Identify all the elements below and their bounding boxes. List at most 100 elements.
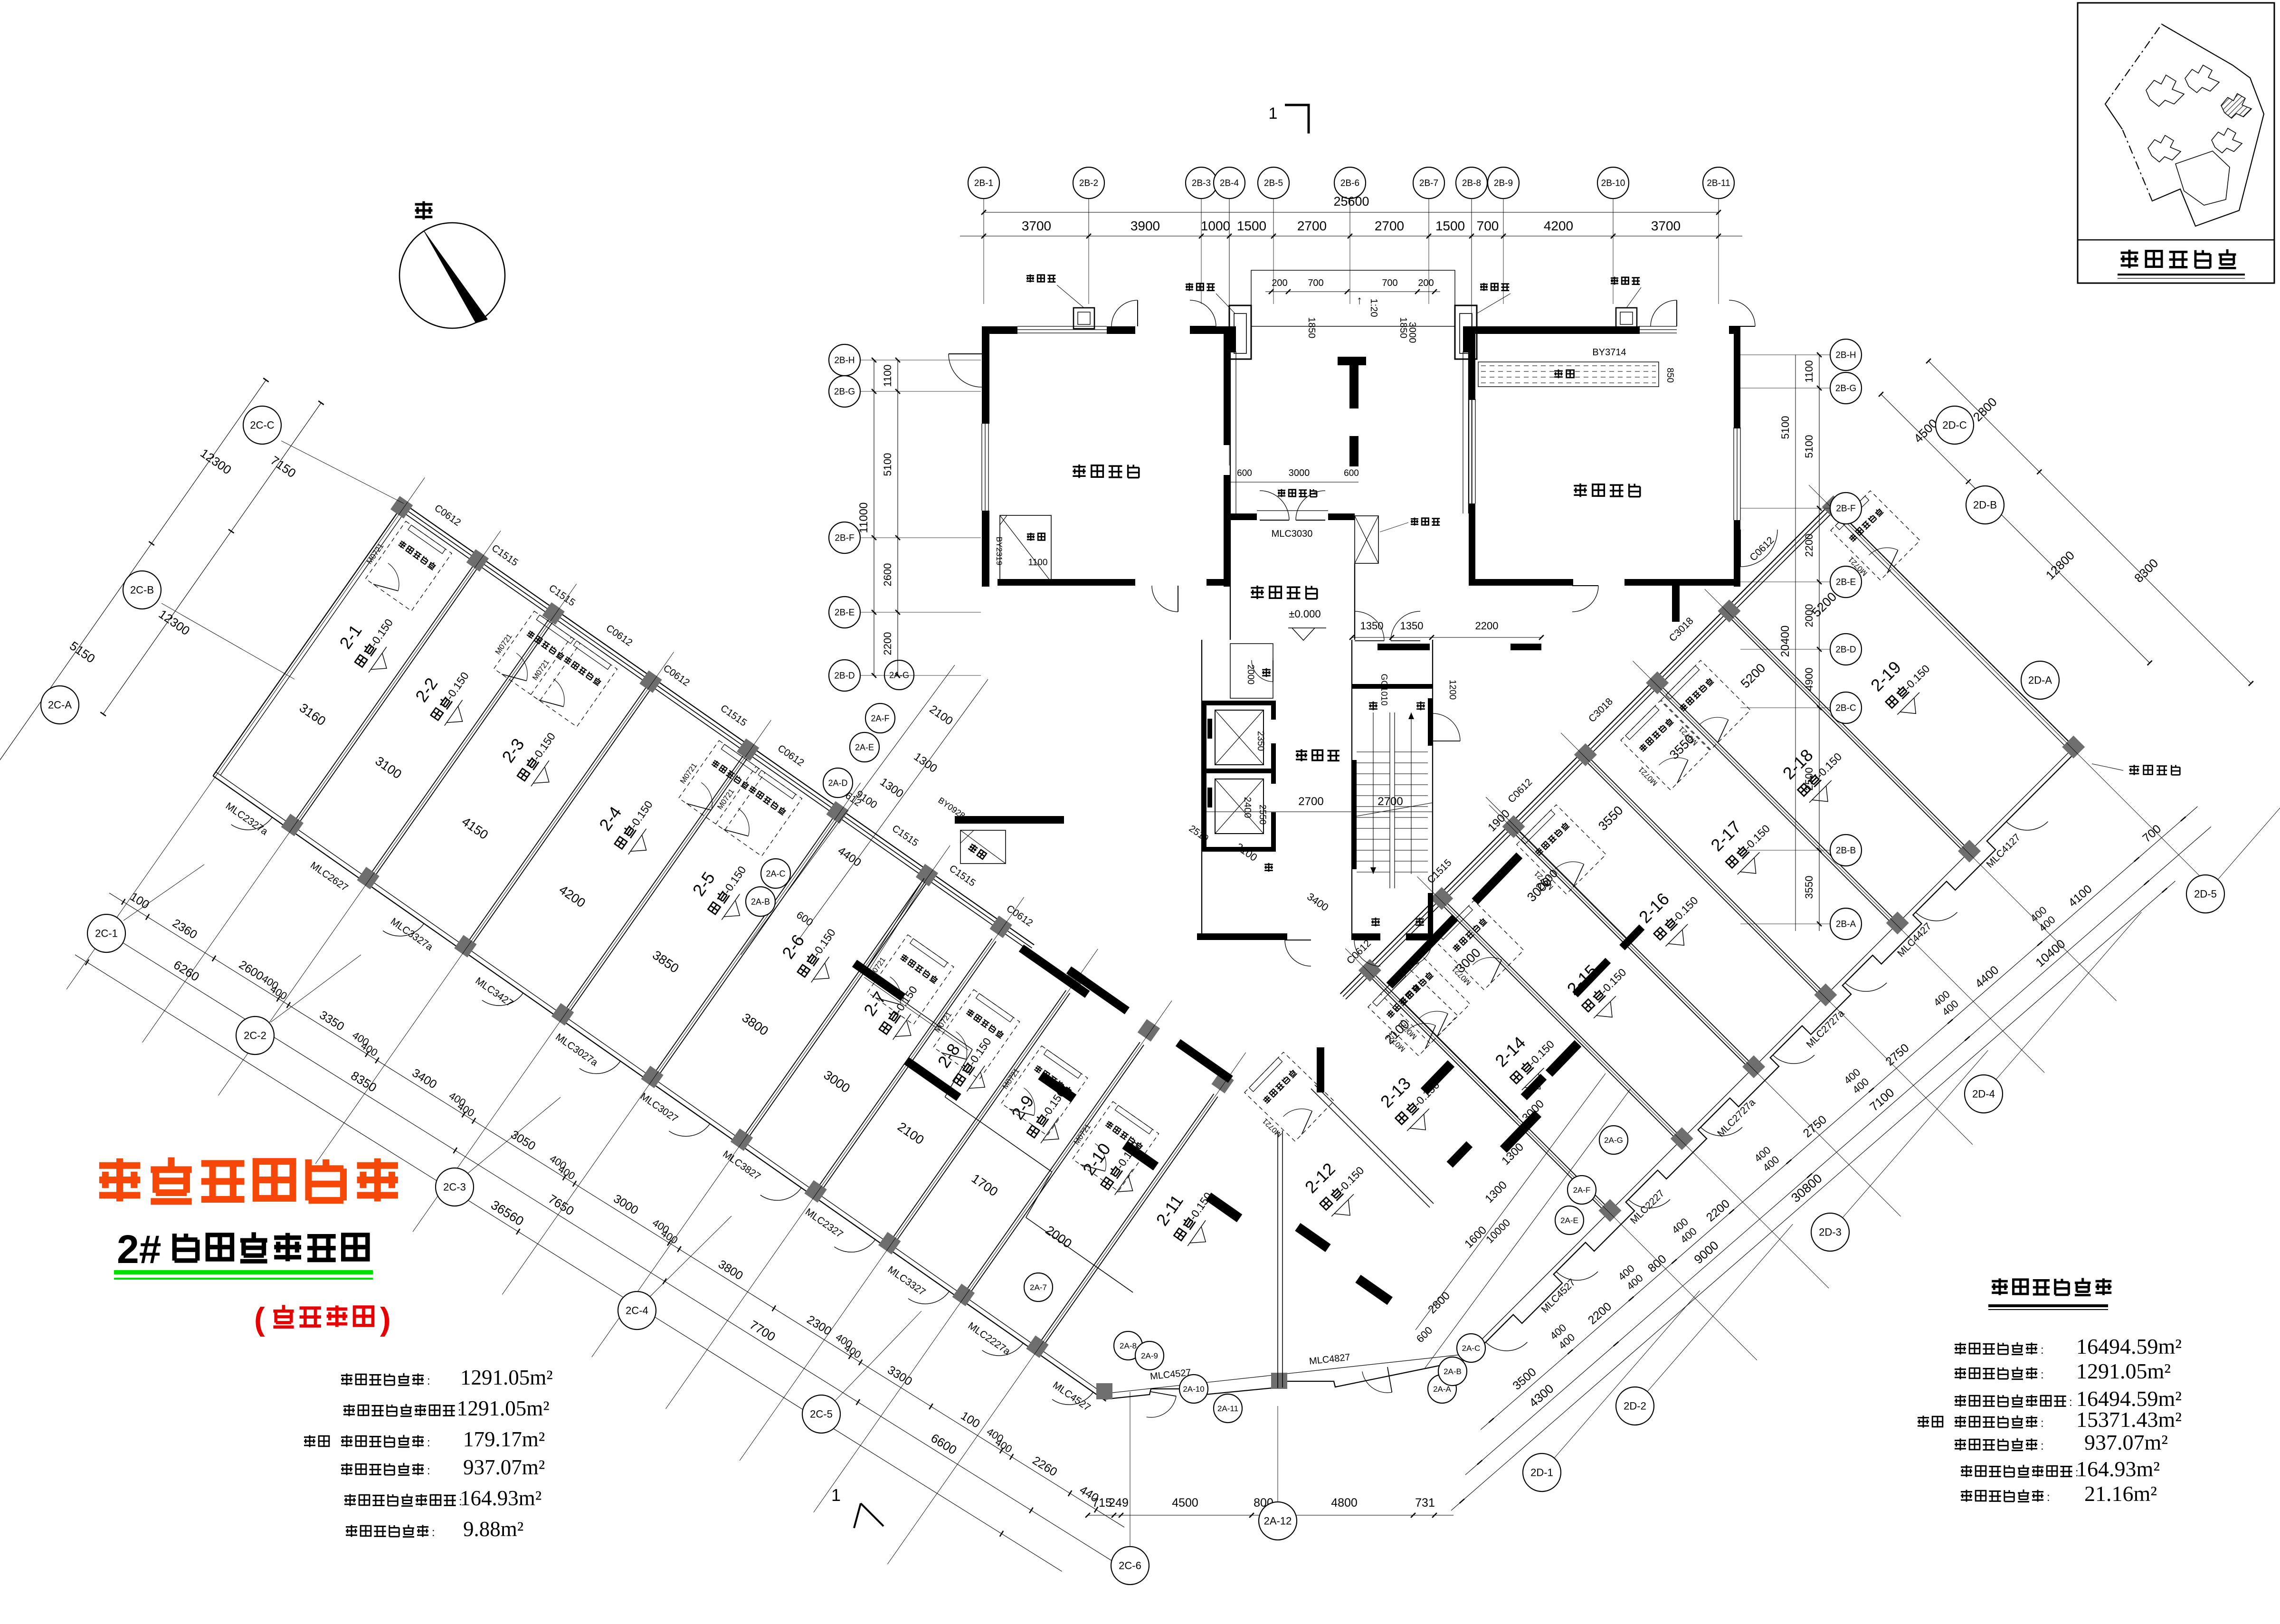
svg-text::: : (2075, 1466, 2079, 1479)
svg-text:2550: 2550 (1257, 805, 1267, 825)
svg-text::: : (427, 1464, 430, 1477)
svg-text:2C-B: 2C-B (130, 584, 154, 596)
svg-text:2A-C: 2A-C (766, 869, 785, 878)
svg-text:2B-D: 2B-D (834, 671, 855, 681)
svg-text:1500: 1500 (1435, 218, 1465, 233)
svg-text:1350: 1350 (1400, 620, 1424, 632)
svg-text:2A-F: 2A-F (1573, 1186, 1591, 1195)
svg-text:2700: 2700 (1297, 218, 1327, 233)
svg-text:MLC3030: MLC3030 (1272, 529, 1313, 539)
svg-text:2B-H: 2B-H (1835, 351, 1856, 361)
svg-text:2B-G: 2B-G (834, 387, 855, 397)
svg-text:2C-C: 2C-C (250, 419, 274, 431)
svg-text:2200: 2200 (882, 632, 893, 655)
svg-text:2A-C: 2A-C (1462, 1344, 1481, 1353)
svg-text:1000: 1000 (1201, 218, 1230, 233)
svg-text:2D-2: 2D-2 (1624, 1400, 1646, 1412)
svg-text:600: 600 (1344, 468, 1359, 478)
svg-text:1291.05m²: 1291.05m² (2076, 1359, 2171, 1383)
svg-text:2B-E: 2B-E (835, 608, 855, 618)
svg-text:2A-D: 2A-D (828, 778, 847, 788)
svg-text:2200: 2200 (1475, 620, 1499, 632)
svg-text:2B-9: 2B-9 (1494, 179, 1513, 189)
svg-text:2B-D: 2B-D (1835, 645, 1856, 655)
svg-text:2B-5: 2B-5 (1264, 179, 1283, 189)
svg-text:2700: 2700 (1298, 795, 1323, 808)
svg-text:600: 600 (1237, 468, 1252, 478)
svg-text:3700: 3700 (1651, 218, 1681, 233)
svg-text:2B-F: 2B-F (835, 533, 854, 543)
svg-text:2500: 2500 (1803, 768, 1815, 791)
svg-text:2D-4: 2D-4 (1972, 1088, 1995, 1100)
svg-text:20400: 20400 (1779, 626, 1792, 657)
svg-text:2B-11: 2B-11 (1707, 179, 1730, 189)
svg-text:2200: 2200 (1803, 534, 1815, 557)
svg-text::: : (427, 1375, 430, 1387)
svg-text:2350: 2350 (1255, 731, 1265, 751)
svg-text:BY3714: BY3714 (1592, 347, 1626, 358)
svg-text:3900: 3900 (1130, 218, 1160, 233)
svg-text:4900: 4900 (1803, 668, 1815, 691)
svg-text:2C-1: 2C-1 (95, 928, 118, 940)
svg-text:2C-3: 2C-3 (443, 1181, 466, 1193)
svg-text:1: 1 (1269, 104, 1278, 123)
svg-text:2A-B: 2A-B (1444, 1367, 1462, 1376)
svg-text:2400: 2400 (1242, 797, 1253, 818)
svg-text:700: 700 (1477, 218, 1499, 233)
svg-text:2B-C: 2B-C (1835, 703, 1856, 713)
svg-text:2B-4: 2B-4 (1220, 179, 1239, 189)
svg-text::: : (2047, 1491, 2050, 1504)
svg-text:2B-7: 2B-7 (1419, 179, 1438, 189)
svg-text:4500: 4500 (1172, 1496, 1198, 1510)
svg-text:731: 731 (1415, 1496, 1435, 1510)
svg-text:937.07m²: 937.07m² (463, 1455, 545, 1479)
svg-text:2A-12: 2A-12 (1264, 1515, 1292, 1527)
svg-text:5100: 5100 (1779, 416, 1791, 439)
svg-text:2A-G: 2A-G (1604, 1136, 1623, 1145)
svg-text:(: ( (254, 1301, 265, 1337)
svg-text:2A-E: 2A-E (1560, 1216, 1578, 1225)
svg-text:1100: 1100 (882, 364, 893, 387)
svg-text:1850: 1850 (1306, 317, 1317, 339)
svg-text:3000: 3000 (1289, 468, 1310, 478)
svg-text:200: 200 (1272, 278, 1287, 288)
svg-text:5100: 5100 (882, 453, 893, 476)
svg-text:2B-H: 2B-H (834, 356, 855, 366)
svg-text:1500: 1500 (1237, 218, 1266, 233)
svg-text:1:20: 1:20 (1368, 299, 1379, 317)
svg-text:25600: 25600 (1333, 194, 1369, 209)
svg-text:179.17m²: 179.17m² (463, 1427, 545, 1451)
svg-text:2B-B: 2B-B (1836, 846, 1856, 856)
svg-text:850: 850 (1665, 368, 1675, 383)
svg-text::: : (2069, 1396, 2072, 1409)
svg-text::: : (2041, 1417, 2044, 1430)
svg-text:2B-F: 2B-F (1836, 504, 1855, 514)
svg-text:16494.59m²: 16494.59m² (2076, 1334, 2182, 1358)
svg-text:2B-A: 2B-A (1836, 920, 1856, 930)
svg-text:2600: 2600 (882, 563, 893, 587)
svg-text:164.93m²: 164.93m² (2076, 1457, 2160, 1481)
svg-text:1291.05m²: 1291.05m² (460, 1366, 553, 1389)
svg-text:2D-3: 2D-3 (1819, 1226, 1842, 1238)
svg-text:2000: 2000 (1803, 604, 1815, 627)
svg-text:2A-10: 2A-10 (1183, 1385, 1204, 1394)
svg-text:2A-F: 2A-F (871, 713, 889, 723)
svg-text:16494.59m²: 16494.59m² (2076, 1387, 2182, 1411)
svg-text:11000: 11000 (857, 503, 870, 533)
svg-text:3700: 3700 (1022, 218, 1051, 233)
svg-text:2A-7: 2A-7 (1030, 1283, 1047, 1292)
svg-text::: : (2041, 1344, 2044, 1357)
svg-text:2B-E: 2B-E (1836, 578, 1856, 588)
svg-text:±0.000: ±0.000 (1289, 608, 1320, 620)
svg-text:2#: 2# (117, 1227, 161, 1272)
svg-text:2A-B: 2A-B (751, 897, 770, 906)
svg-text:3550: 3550 (1803, 876, 1815, 899)
svg-text:2A-G: 2A-G (889, 670, 909, 680)
svg-text:2A-8: 2A-8 (1120, 1341, 1137, 1350)
svg-text:2C-2: 2C-2 (244, 1030, 266, 1042)
svg-text:2700: 2700 (1378, 795, 1403, 808)
svg-text:2A-A: 2A-A (1433, 1385, 1451, 1394)
svg-text:2A-9: 2A-9 (1141, 1351, 1158, 1360)
svg-text:1350: 1350 (1360, 620, 1384, 632)
svg-text:1200: 1200 (1447, 680, 1457, 700)
